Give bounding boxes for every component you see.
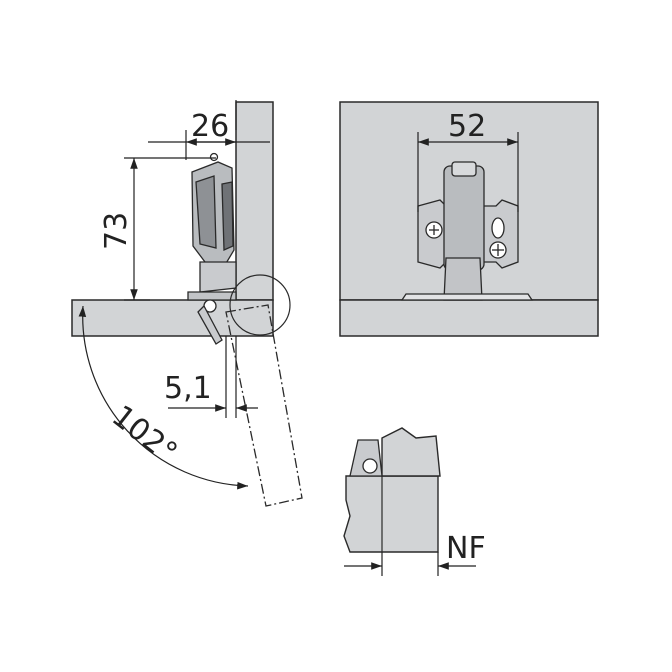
screw-icon [425,221,443,239]
angle-label: 102° [105,399,183,471]
dim-73-label: 73 [99,212,134,250]
angle-arc [78,305,249,490]
clearance-detail: NF [343,427,486,576]
dim-52-label: 52 [448,109,486,144]
cabinet-edge [343,475,439,553]
pivot-icon [362,458,378,474]
side-view: 26 73 5,1 102° [71,100,303,507]
mounting-plate [400,161,534,301]
dim-52 [417,132,519,212]
door-edge [381,427,441,477]
cabinet-side-panel [235,101,274,301]
dim-5-1-label: 5,1 [164,371,212,406]
dim-nf [344,552,476,576]
door-panel [71,299,274,337]
front-panel-bottom [339,299,599,337]
open-door-outline [225,304,303,507]
dim-nf-label: NF [446,531,486,566]
front-view: 52 [339,101,599,337]
detail-circle [229,274,291,336]
dim-26 [148,100,270,160]
dim-26-label: 26 [191,109,229,144]
dim-73 [124,157,216,301]
screw-icon [489,217,507,259]
